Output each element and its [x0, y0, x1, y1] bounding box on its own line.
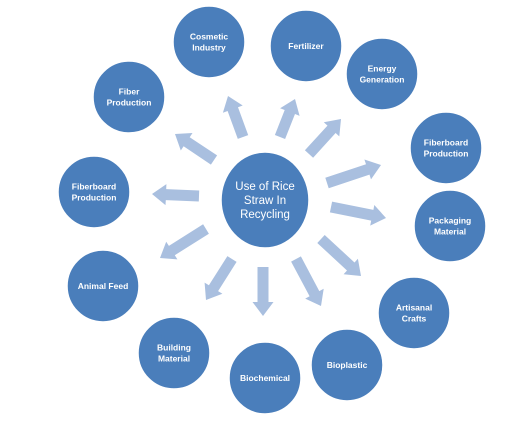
arrow-to-packaging-material: [329, 201, 386, 226]
node-circle-fiber-production: [92, 60, 166, 134]
node-circle-artisanal-crafts: [377, 276, 451, 350]
node-label-building-material-line-1: Building: [157, 343, 191, 353]
node-label-artisanal-crafts-line-2: Crafts: [402, 314, 427, 324]
node-label-animal-feed-line-1: Animal Feed: [78, 281, 129, 291]
node-label-energy-generation-line-2: Generation: [360, 75, 405, 85]
node-label-cosmetic-industry-line-1: Cosmetic: [190, 32, 229, 42]
node-label-cosmetic-industry-line-2: Industry: [192, 43, 226, 53]
node-label-fiberboard-production-left-line-1: Fiberboard: [72, 182, 116, 192]
center-label-line-3: Recycling: [240, 209, 290, 221]
arrow-to-fertilizer: [274, 99, 300, 139]
node-label-biochemical-line-1: Biochemical: [240, 373, 290, 383]
node-circle-energy-generation: [345, 37, 419, 111]
center-circle: [220, 151, 310, 249]
node-bioplastic: Bioplastic: [310, 328, 384, 402]
node-circle-bioplastic: [310, 328, 384, 402]
node-label-artisanal-crafts-line-1: Artisanal: [396, 303, 432, 313]
arrow-to-animal-feed: [160, 224, 209, 260]
node-circle-cosmetic-industry: [172, 5, 246, 79]
arrow-to-building-material: [204, 256, 237, 300]
node-label-fiberboard-production-right-line-2: Production: [424, 149, 469, 159]
arrow-to-fiberboard-production-right: [325, 159, 381, 189]
node-label-energy-generation-line-1: Energy: [368, 64, 397, 74]
arrow-to-energy-generation: [304, 119, 341, 158]
node-label-fiber-production-line-1: Fiber: [119, 87, 140, 97]
node-circle-packaging-material: [413, 189, 487, 263]
node-circle-biochemical: [228, 341, 302, 415]
arrow-to-artisanal-crafts: [317, 235, 361, 276]
node-animal-feed: Animal Feed: [66, 249, 140, 323]
node-label-packaging-material-line-1: Packaging: [429, 216, 472, 226]
node-label-packaging-material-line-2: Material: [434, 227, 466, 237]
node-label-fiberboard-production-left-line-2: Production: [72, 193, 117, 203]
arrow-to-biochemical: [252, 267, 274, 316]
center-label-line-1: Use of Rice: [235, 181, 294, 193]
node-circle-fiberboard-production-left: [57, 155, 131, 229]
node-label-building-material-line-2: Material: [158, 354, 190, 364]
node-circle-fertilizer: [269, 9, 343, 83]
node-label-fiberboard-production-right-line-1: Fiberboard: [424, 138, 468, 148]
arrows-group: [152, 96, 386, 316]
arrow-to-bioplastic: [291, 256, 324, 306]
arrow-to-cosmetic-industry: [222, 96, 249, 139]
node-label-bioplastic-line-1: Bioplastic: [327, 360, 368, 370]
node-label-fiber-production-line-2: Production: [107, 98, 152, 108]
node-label-fertilizer-line-1: Fertilizer: [288, 41, 324, 51]
arrow-to-fiber-production: [175, 133, 218, 165]
node-fertilizer: Fertilizer: [269, 9, 343, 83]
node-circle-fiberboard-production-right: [409, 111, 483, 185]
arrow-to-fiberboard-production-left: [152, 184, 200, 206]
center-label-line-2: Straw In: [244, 195, 286, 207]
node-circle-animal-feed: [66, 249, 140, 323]
node-biochemical: Biochemical: [228, 341, 302, 415]
node-circle-building-material: [137, 316, 211, 390]
